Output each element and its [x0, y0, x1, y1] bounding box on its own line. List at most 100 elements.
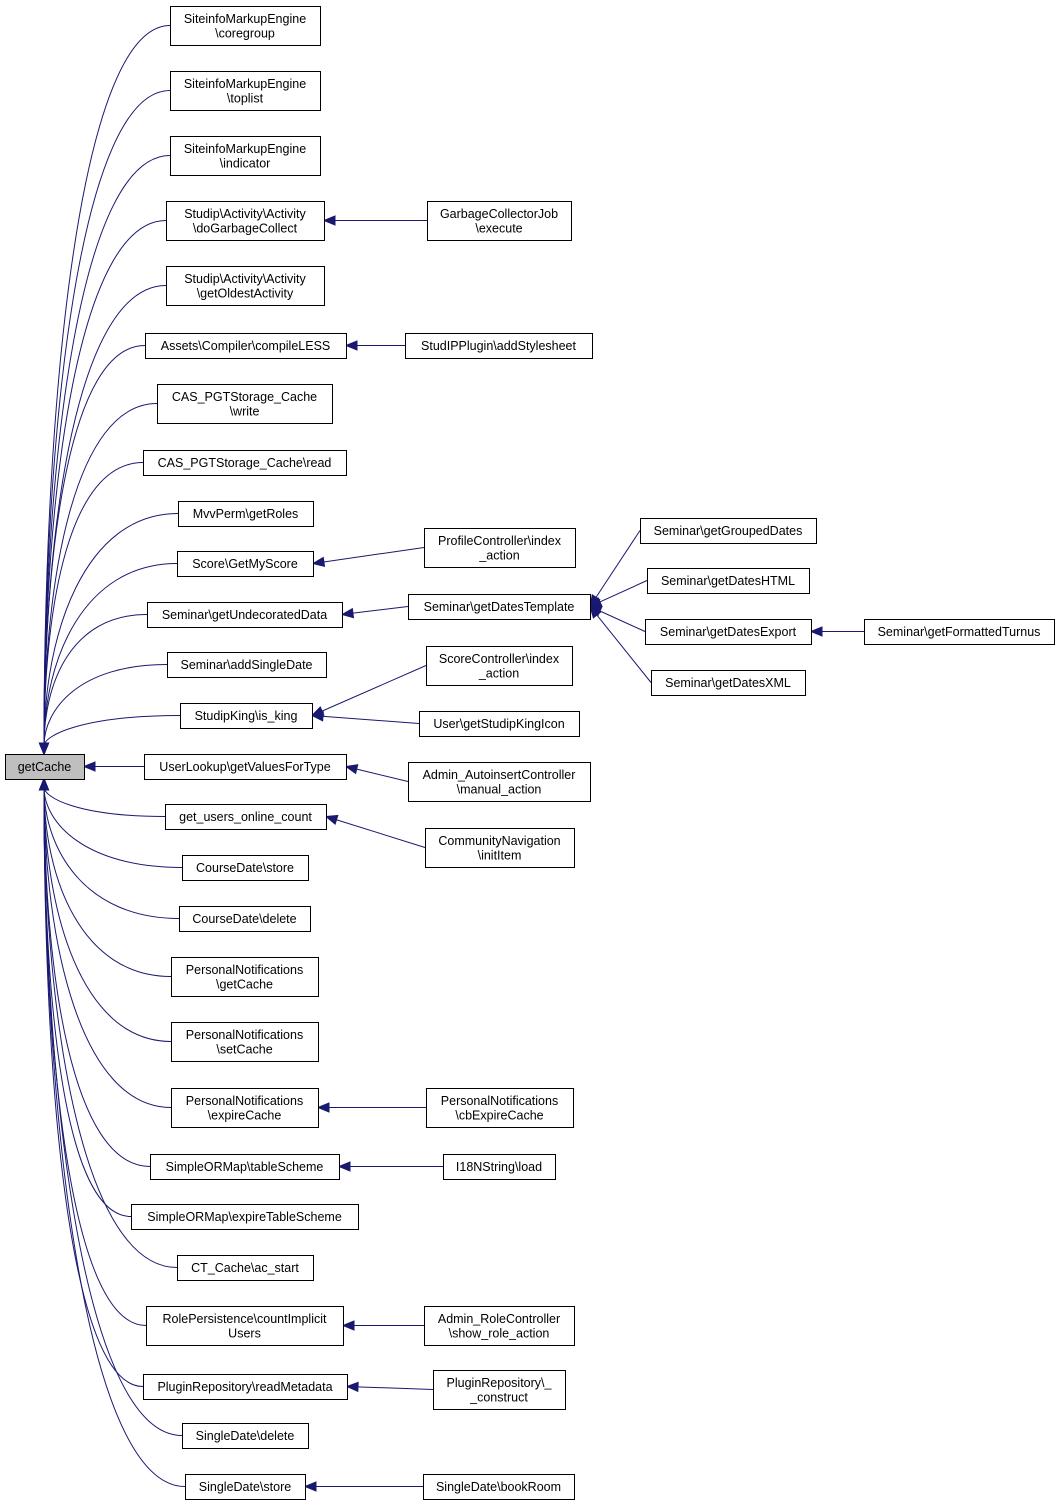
- node-label-line: Studip\Activity\Activity: [184, 272, 306, 286]
- node-personalnotifications-getcache[interactable]: PersonalNotifications\getCache: [171, 957, 319, 997]
- node-label-line: StudipKing\is_king: [195, 709, 298, 723]
- node-label-line: \getOldestActivity: [197, 286, 294, 300]
- node-label-line: StudIPPlugin\addStylesheet: [421, 339, 576, 353]
- node-garbagecollectorjob-execute[interactable]: GarbageCollectorJob\execute: [427, 201, 572, 241]
- node-siteinfomarkupengine-coregroup[interactable]: SiteinfoMarkupEngine\coregroup: [170, 6, 321, 46]
- node-box: [171, 1022, 319, 1062]
- node-label-line: Seminar\getDatesHTML: [661, 574, 795, 588]
- node-seminar-getundecorateddata[interactable]: Seminar\getUndecoratedData: [147, 602, 343, 628]
- node-ct-cache-ac-start[interactable]: CT_Cache\ac_start: [177, 1255, 314, 1281]
- edge-c13a-to-n13: [320, 665, 427, 712]
- node-admin-rolecontroller-show-role-action[interactable]: Admin_RoleController\show_role_action: [424, 1306, 575, 1346]
- node-label-line: Seminar\getDatesTemplate: [424, 600, 575, 614]
- node-label-line: Seminar\getDatesXML: [665, 676, 791, 690]
- node-label-line: Studip\Activity\Activity: [184, 207, 306, 221]
- node-box: [864, 619, 1055, 645]
- node-user-getstudipkingicon[interactable]: User\getStudipKingIcon: [419, 711, 580, 737]
- node-label-line: \cbExpireCache: [455, 1108, 543, 1122]
- node-label-line: CAS_PGTStorage_Cache: [172, 390, 317, 404]
- node-box: [167, 652, 327, 678]
- node-pluginrepository-construct[interactable]: PluginRepository\__construct: [433, 1370, 566, 1410]
- node-box: [150, 1154, 340, 1180]
- node-studipking-is-king[interactable]: StudipKing\is_king: [180, 703, 313, 729]
- node-box: [640, 518, 817, 544]
- node-simpleormap-tablescheme[interactable]: SimpleORMap\tableScheme: [150, 1154, 340, 1180]
- node-communitynavigation-inititem[interactable]: CommunityNavigation\initItem: [425, 828, 575, 868]
- arrowhead-c11-to-n11: [340, 607, 355, 619]
- node-label-line: CT_Cache\ac_start: [191, 1261, 299, 1275]
- node-seminar-getdatesxml[interactable]: Seminar\getDatesXML: [651, 670, 806, 696]
- node-box: [170, 6, 321, 46]
- node-label-line: Seminar\getGroupedDates: [654, 524, 803, 538]
- node-singledate-delete[interactable]: SingleDate\delete: [182, 1423, 309, 1449]
- node-label-line: Assets\Compiler\compileLESS: [161, 339, 331, 353]
- node-box: [171, 957, 319, 997]
- node-mvvperm-getroles[interactable]: MvvPerm\getRoles: [178, 501, 314, 527]
- node-cas-pgtstorage-cache-read[interactable]: CAS_PGTStorage_Cache\read: [143, 450, 347, 476]
- node-score-getmyscore[interactable]: Score\GetMyScore: [177, 551, 314, 577]
- node-box: [423, 1474, 575, 1500]
- node-box: [185, 1474, 306, 1500]
- node-cas-pgtstorage-cache-write[interactable]: CAS_PGTStorage_Cache\write: [157, 384, 333, 424]
- node-pluginrepository-readmetadata[interactable]: PluginRepository\readMetadata: [143, 1374, 348, 1400]
- node-label-line: PersonalNotifications: [186, 963, 303, 977]
- node-label-line: PluginRepository\_: [447, 1376, 553, 1390]
- arrowhead-c21-to-n21: [337, 1161, 351, 1172]
- node-box: [143, 1374, 348, 1400]
- node-admin-autoinsertcontroller-manual-action[interactable]: Admin_AutoinsertController\manual_action: [408, 762, 591, 802]
- node-label-line: SiteinfoMarkupEngine: [184, 12, 306, 26]
- node-profilecontroller-index-action[interactable]: ProfileController\index_action: [424, 528, 576, 568]
- arrowhead-c10-to-n10: [311, 556, 326, 568]
- node-siteinfomarkupengine-toplist[interactable]: SiteinfoMarkupEngine\toplist: [170, 71, 321, 111]
- node-label-line: \indicator: [220, 156, 271, 170]
- arrowhead-n14-to-root: [82, 761, 96, 772]
- node-box: [182, 1423, 309, 1449]
- node-label-line: Seminar\getFormattedTurnus: [878, 625, 1041, 639]
- node-personalnotifications-setcache[interactable]: PersonalNotifications\setCache: [171, 1022, 319, 1062]
- node-get-users-online-count[interactable]: get_users_online_count: [165, 804, 327, 830]
- node-box: [147, 602, 343, 628]
- node-studip-activity-activity-getoldestactivity[interactable]: Studip\Activity\Activity\getOldestActivi…: [166, 266, 325, 306]
- node-box: [177, 1255, 314, 1281]
- node-seminar-getdateshtml[interactable]: Seminar\getDatesHTML: [647, 568, 810, 594]
- node-coursedate-delete[interactable]: CourseDate\delete: [179, 906, 311, 932]
- edge-d2-to-c11: [598, 580, 648, 603]
- node-box: [177, 551, 314, 577]
- edge-n1-to-root: [43, 25, 171, 747]
- edge-d3-to-c11: [598, 610, 646, 632]
- node-studip-activity-activity-dogarbagecollect[interactable]: Studip\Activity\Activity\doGarbageCollec…: [166, 201, 325, 241]
- edge-c14-to-n14: [355, 768, 409, 782]
- node-simpleormap-expiretablescheme[interactable]: SimpleORMap\expireTableScheme: [131, 1204, 359, 1230]
- node-label-line: Seminar\getDatesExport: [660, 625, 797, 639]
- node-label-line: Score\GetMyScore: [192, 557, 298, 571]
- node-seminar-getformattedturnus[interactable]: Seminar\getFormattedTurnus: [864, 619, 1055, 645]
- node-seminar-getdatesexport[interactable]: Seminar\getDatesExport: [645, 619, 812, 645]
- node-label-line: _construct: [469, 1390, 528, 1404]
- node-singledate-bookroom[interactable]: SingleDate\bookRoom: [423, 1474, 575, 1500]
- node-label-line: GarbageCollectorJob: [440, 207, 558, 221]
- node-assets-compiler-compileless[interactable]: Assets\Compiler\compileLESS: [145, 333, 347, 359]
- node-getcache[interactable]: getCache: [5, 754, 85, 780]
- node-label-line: SingleDate\bookRoom: [436, 1480, 561, 1494]
- node-i18nstring-load[interactable]: I18NString\load: [443, 1154, 556, 1180]
- node-seminar-getdatestemplate[interactable]: Seminar\getDatesTemplate: [408, 594, 591, 620]
- node-userlookup-getvaluesfortype[interactable]: UserLookup\getValuesForType: [144, 754, 347, 780]
- node-studipplugin-addstylesheet[interactable]: StudIPPlugin\addStylesheet: [405, 333, 593, 359]
- node-label-line: Seminar\getUndecoratedData: [162, 608, 327, 622]
- node-siteinfomarkupengine-indicator[interactable]: SiteinfoMarkupEngine\indicator: [170, 136, 321, 176]
- node-box: [645, 619, 812, 645]
- node-label-line: SingleDate\store: [199, 1480, 291, 1494]
- node-scorecontroller-index-action[interactable]: ScoreController\index_action: [426, 646, 573, 686]
- node-box: [145, 333, 347, 359]
- node-singledate-store[interactable]: SingleDate\store: [185, 1474, 306, 1500]
- node-coursedate-store[interactable]: CourseDate\store: [182, 855, 309, 881]
- node-seminar-getgroupeddates[interactable]: Seminar\getGroupedDates: [640, 518, 817, 544]
- node-personalnotifications-cbexpirecache[interactable]: PersonalNotifications\cbExpireCache: [426, 1088, 574, 1128]
- node-box: [143, 450, 347, 476]
- edge-n12-to-root: [43, 664, 168, 747]
- node-box: [144, 754, 347, 780]
- node-personalnotifications-expirecache[interactable]: PersonalNotifications\expireCache: [171, 1088, 319, 1128]
- node-seminar-addsingledate[interactable]: Seminar\addSingleDate: [167, 652, 327, 678]
